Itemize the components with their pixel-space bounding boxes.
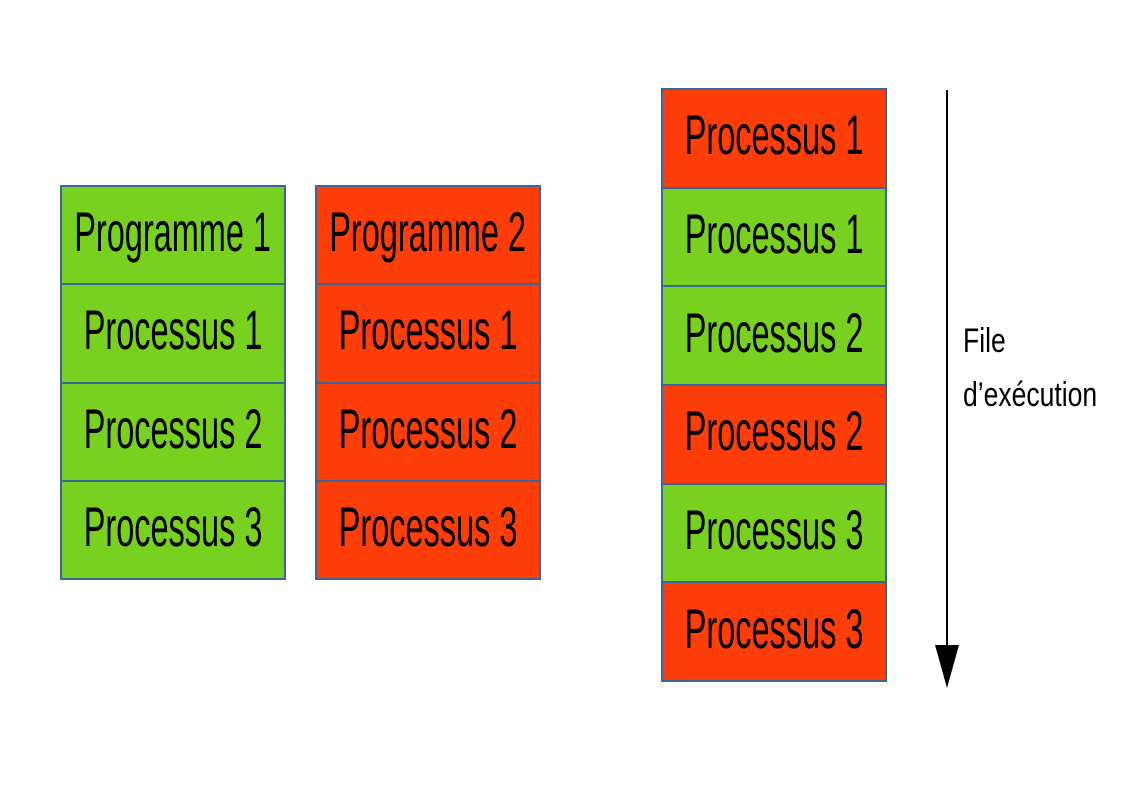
cell-processus-1: Processus 1 bbox=[317, 285, 539, 384]
cell-label: Processus 3 bbox=[83, 494, 263, 558]
cell-programme-2: Programme 2 bbox=[317, 187, 539, 286]
cell-processus-2: Processus 2 bbox=[317, 383, 539, 482]
cell-label: Programme 2 bbox=[329, 200, 527, 264]
cell-processus-3: Processus 3 bbox=[663, 484, 885, 584]
program-1-column: Programme 1 Processus 1 Processus 2 Process… bbox=[60, 185, 286, 580]
cell-label: Processus 1 bbox=[684, 103, 864, 167]
cell-processus-3: Processus 3 bbox=[62, 481, 284, 578]
cell-processus-1: Processus 1 bbox=[663, 188, 885, 288]
cell-processus-2: Processus 2 bbox=[62, 383, 284, 482]
cell-label: Processus 2 bbox=[684, 300, 864, 364]
cell-label: Processus 1 bbox=[83, 298, 263, 362]
cell-label: Processus 1 bbox=[338, 298, 518, 362]
down-arrow-head-icon bbox=[935, 645, 959, 688]
program-2-column: Programme 2 Processus 1 Processus 2 Process… bbox=[315, 185, 541, 580]
cell-label: Processus 3 bbox=[684, 498, 864, 562]
cell-processus-2: Processus 2 bbox=[663, 386, 885, 485]
cell-label: Processus 3 bbox=[684, 596, 864, 660]
cell-processus-1: Processus 1 bbox=[62, 285, 284, 384]
cell-processus-2: Processus 2 bbox=[663, 287, 885, 387]
cell-label: Processus 2 bbox=[338, 396, 518, 460]
execution-queue-label-line1: File bbox=[963, 322, 1006, 360]
execution-arrow-shaft bbox=[946, 90, 948, 648]
execution-queue-column: Processus 1 Processus 1 Processus 2 Process… bbox=[661, 88, 887, 682]
cell-label: Processus 1 bbox=[684, 202, 864, 265]
execution-queue-label-line2: d’exécution bbox=[963, 376, 1098, 414]
cell-label: Programme 1 bbox=[74, 200, 272, 264]
cell-processus-3: Processus 3 bbox=[317, 481, 539, 578]
cell-processus-3: Processus 3 bbox=[663, 583, 885, 681]
cell-label: Processus 2 bbox=[83, 396, 263, 460]
cell-programme-1: Programme 1 bbox=[62, 187, 284, 286]
cell-processus-1: Processus 1 bbox=[663, 90, 885, 189]
cell-label: Processus 3 bbox=[338, 494, 518, 558]
execution-queue-label: File d’exécution bbox=[963, 314, 1123, 422]
cell-label: Processus 2 bbox=[684, 399, 864, 463]
